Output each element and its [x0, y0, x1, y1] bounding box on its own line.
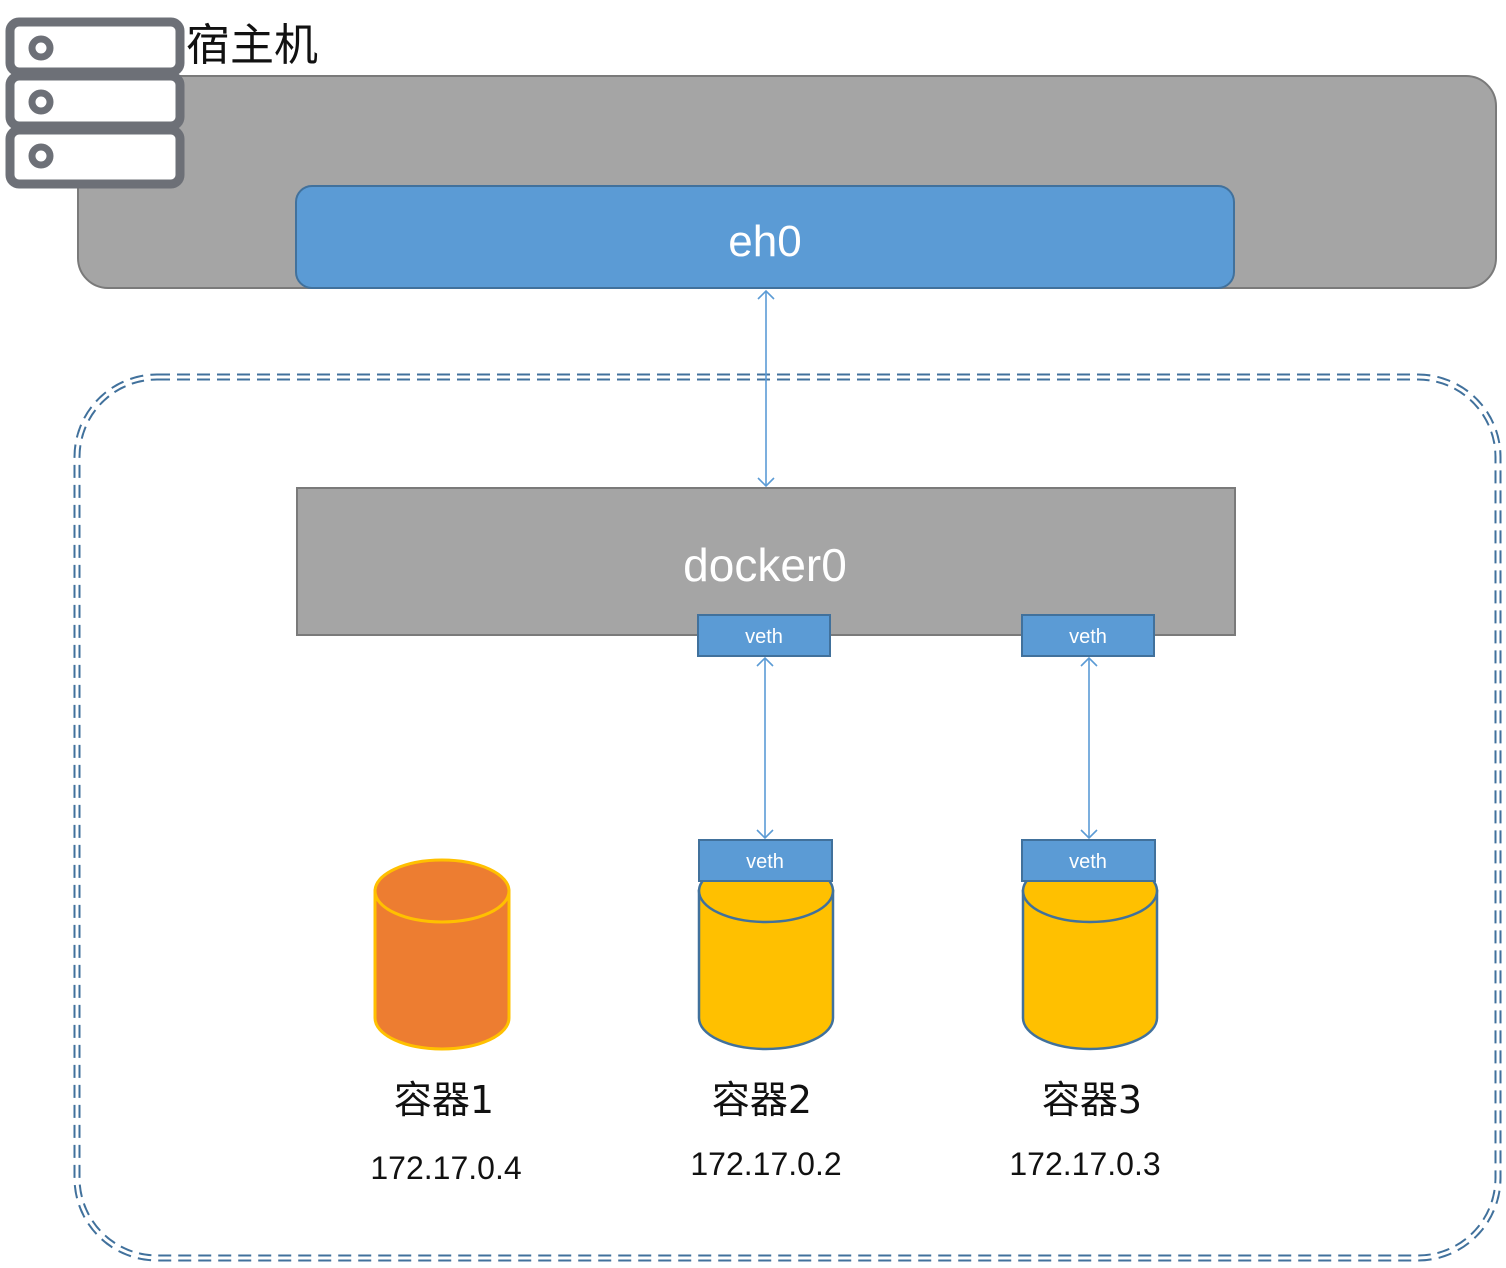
bridge-veth-port-1-label: veth — [745, 626, 783, 648]
container-2-cylinder — [697, 858, 835, 1051]
container-1-name: 容器1 — [394, 1078, 494, 1122]
container-3-ip: 172.17.0.3 — [1009, 1146, 1160, 1182]
bridge-veth-port-2-label: veth — [1069, 626, 1107, 648]
server-rack-icon — [5, 17, 185, 189]
host-title: 宿主机 — [186, 20, 318, 71]
container-3-name: 容器3 — [1042, 1078, 1142, 1122]
bridge-veth-port-2 — [1021, 614, 1155, 657]
container-1-ip: 172.17.0.4 — [370, 1150, 521, 1186]
container-3-veth-label: veth — [1069, 851, 1107, 873]
container-3-veth-port — [1021, 839, 1156, 882]
container-1-cylinder — [373, 858, 511, 1051]
container-2-name: 容器2 — [712, 1078, 812, 1122]
bridge-veth-port-1 — [697, 614, 831, 657]
docker0-label: docker0 — [683, 539, 847, 591]
docker0-bridge — [296, 487, 1236, 636]
host-nic-label: eh0 — [728, 217, 801, 266]
container-3-cylinder — [1021, 858, 1159, 1051]
host-nic-eh0 — [295, 185, 1235, 289]
container-2-ip: 172.17.0.2 — [690, 1146, 841, 1182]
container-2-veth-label: veth — [746, 851, 784, 873]
container-2-veth-port — [698, 839, 833, 882]
